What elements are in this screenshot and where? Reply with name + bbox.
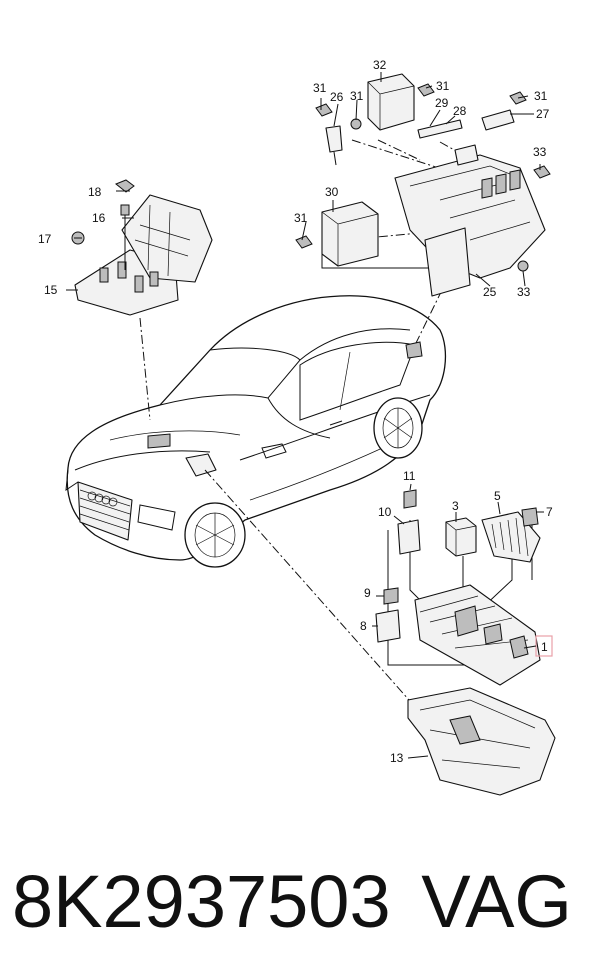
callout-17: 17	[38, 232, 52, 246]
cover-assembly	[71, 179, 213, 316]
callout-10: 10	[378, 505, 392, 519]
callout-labels: 18 16 17 15 32 31 26 31 31 29 28 31 27 3…	[38, 58, 553, 765]
callout-16: 16	[92, 211, 106, 225]
callout-33-b: 33	[517, 285, 531, 299]
fuse-box-assembly	[375, 489, 556, 796]
callout-18: 18	[88, 185, 102, 199]
callout-31-d: 31	[534, 89, 548, 103]
callout-31-e: 31	[294, 211, 308, 225]
callout-27: 27	[536, 107, 550, 121]
callout-15: 15	[44, 283, 58, 297]
callout-7: 7	[546, 505, 553, 519]
callout-31-b: 31	[350, 89, 364, 103]
footer: 8K2937503 VAG	[0, 845, 600, 979]
callout-9: 9	[364, 586, 371, 600]
brand-label: VAG	[421, 860, 572, 943]
car-illustration	[65, 295, 447, 568]
callout-3: 3	[452, 499, 459, 513]
part-number: 8K2937503	[12, 860, 391, 943]
callout-leaders	[66, 72, 544, 759]
callout-31-a: 31	[313, 81, 327, 95]
callout-30: 30	[325, 185, 339, 199]
callout-33-a: 33	[533, 145, 547, 159]
fuse-carrier-assembly	[295, 73, 551, 297]
callout-29: 29	[435, 96, 449, 110]
callout-25: 25	[483, 285, 497, 299]
callout-32: 32	[373, 58, 387, 72]
callout-11: 11	[403, 469, 416, 483]
callout-8: 8	[360, 619, 367, 633]
parts-diagram: 18 16 17 15 32 31 26 31 31 29 28 31 27 3…	[38, 58, 556, 796]
callout-5: 5	[494, 489, 501, 503]
callout-28: 28	[453, 104, 467, 118]
callout-1: 1	[541, 640, 548, 654]
callout-26: 26	[330, 90, 344, 104]
callout-13: 13	[390, 751, 404, 765]
callout-31-c: 31	[436, 79, 450, 93]
